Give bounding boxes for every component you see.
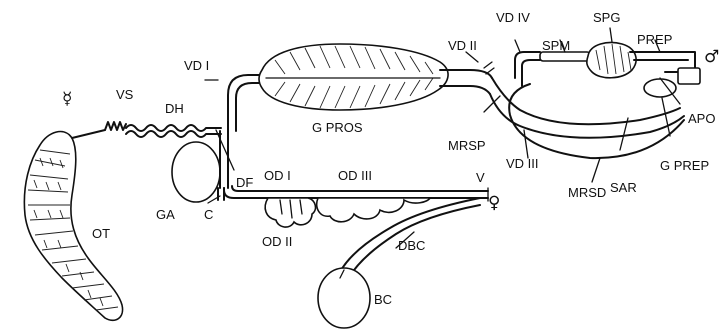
spermatophore-gland [587,43,636,78]
label-vd4: VD IV [496,10,530,25]
label-mrsp: MRSP [448,138,486,153]
oviduct-glands [265,188,488,227]
label-vd2: VD II [448,38,477,53]
label-vd3: VD III [506,156,539,171]
label-spm: SPM [542,38,570,53]
label-od2: OD II [262,234,292,249]
albumen-gland [172,142,220,202]
label-mrsd: MRSD [568,185,606,200]
label-vd1: VD I [184,58,209,73]
prostate-gland [259,44,448,110]
female-symbol: ♀ [488,193,500,213]
hermaphrodite-symbol: ☿ [62,89,72,109]
label-df: DF [236,175,253,190]
label-prep: PREP [637,32,672,47]
label-ga: GA [156,207,175,222]
preputial-gland [644,79,676,97]
label-dbc: DBC [398,238,425,253]
bursa-sac [318,268,370,328]
male-symbol: ♂ [704,47,719,67]
label-c: C [204,207,213,222]
label-sar: SAR [610,180,637,195]
label-bc: BC [374,292,392,307]
label-dh: DH [165,101,184,116]
label-od1: OD I [264,168,291,183]
label-v: V [476,170,485,185]
label-g-pros: G PROS [312,120,363,135]
label-od3: OD III [338,168,372,183]
label-vs: VS [116,87,134,102]
label-spg: SPG [593,10,620,25]
hermaphrodite-duct [72,122,221,138]
label-g-prep: G PREP [660,158,709,173]
penis-sheath [540,52,590,61]
label-ot: OT [92,226,110,241]
label-apo: APO [688,111,715,126]
